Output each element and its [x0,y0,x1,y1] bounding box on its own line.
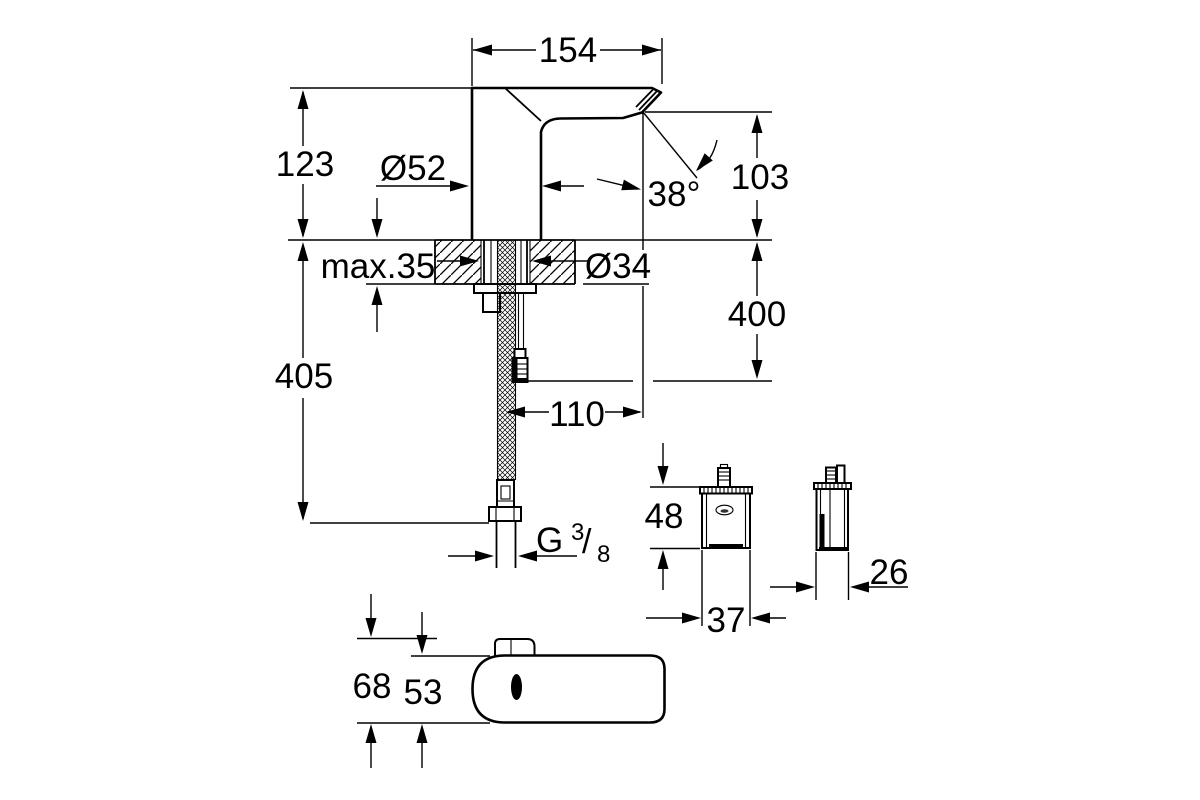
dim-base-overall: 68 [353,594,490,768]
dim-body-height: 123 [276,87,472,241]
dim-outlet-height: 103 [575,111,789,241]
dim-box-depth: 26 [770,552,908,600]
hose-crimp-window [500,485,511,500]
control-box-front-view [699,463,753,549]
supply-hose [488,240,522,568]
faucet-body-outline [470,86,663,240]
thread-denominator: 8 [597,541,610,568]
cable-plug-top [513,348,527,359]
grohe-logo-mark [720,509,729,513]
dim-box-width: 37 [646,550,786,640]
side-clip-bar [819,514,825,547]
hose-hex-nut [488,506,522,522]
dim-68-label: 68 [353,667,392,706]
dim-spout-reach: 110 [506,395,642,434]
dim-base-body: 53 [404,612,490,768]
control-box-side-view [813,464,852,551]
dim-body-diameter: Ø52 [376,149,584,192]
base-outline [471,654,666,724]
box-plug [717,467,731,489]
dim-d52-label: Ø52 [380,149,446,188]
grohe-logo-icon [715,504,734,516]
aerator-line-2 [635,87,655,108]
thread-numerator: 3 [571,519,584,546]
base-tab [494,638,536,656]
dim-123-label: 123 [276,145,334,184]
braided-hose-pattern [497,240,516,480]
box-plug-notch [719,463,729,470]
dim-deck-thickness: max.35 [321,198,479,332]
aerator-line-1 [638,89,659,111]
cable-plug-foot [511,379,529,383]
dim-48-label: 48 [645,497,684,536]
dim-hole-diameter: Ø34 [532,247,651,286]
dim-405-label: 405 [275,357,333,396]
dim-110-label: 110 [549,395,605,434]
dim-spout-width: 154 [471,31,663,86]
dim-hose-length: 405 [275,242,489,524]
dim-38deg-label: 38° [648,175,701,214]
faucet-inner-bevel [504,87,542,122]
dim-spout-angle: 38° [596,111,718,418]
side-lid-ticks [817,483,847,489]
dim-cable-length: 400 [528,242,786,382]
faucet-side-view [470,86,663,240]
base-outlet-mark [511,674,522,700]
dim-26-label: 26 [870,553,909,592]
box-lid-ticks [703,487,749,494]
dim-154-label: 154 [539,31,597,70]
dim-400-label: 400 [728,295,786,334]
dim-box-height: 48 [645,443,700,590]
hose-crimp-sleeve [496,479,515,508]
thread-slash: / [582,523,592,561]
dim-53-label: 53 [404,673,443,712]
dim-37-label: 37 [707,601,746,640]
dim-d34-label: Ø34 [585,247,651,286]
thread-prefix: G [536,521,563,560]
box-bottom-strip [709,544,743,548]
box-body [701,492,751,549]
side-bottom-strip [819,547,847,550]
dim-103-label: 103 [731,158,789,197]
dim-max35-label: max.35 [321,247,436,286]
side-plug-tab [836,464,846,484]
dim-thread-size: G 3 / 8 [448,519,610,568]
faucet-bottom-view [471,638,666,724]
sensor-cable [511,293,529,383]
